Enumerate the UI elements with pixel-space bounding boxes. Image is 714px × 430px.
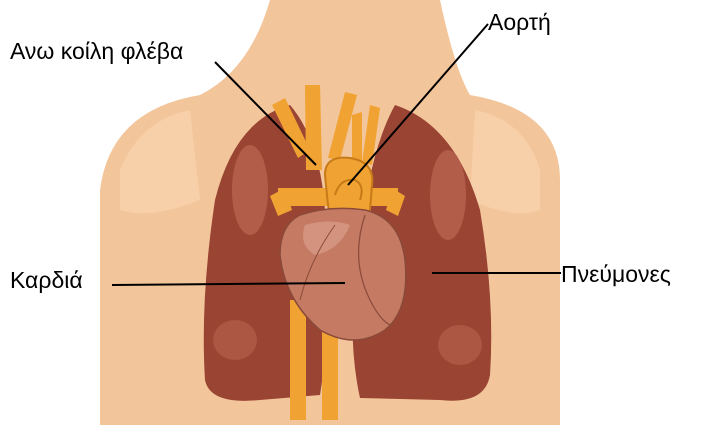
aorta-branch-1 bbox=[352, 112, 362, 165]
right-lung-highlight-low bbox=[438, 325, 482, 365]
right-lung-highlight bbox=[430, 150, 466, 240]
label-lungs: Πνεύμονες bbox=[561, 263, 671, 286]
label-heart: Καρδιά bbox=[10, 269, 83, 292]
left-lung-highlight bbox=[232, 145, 268, 235]
label-aorta: Αορτή bbox=[488, 11, 551, 34]
left-lung-highlight-low bbox=[213, 320, 257, 360]
inferior-vena-cava bbox=[290, 300, 306, 420]
label-superior-vena-cava: Ανω κοίλη φλέβα bbox=[10, 40, 183, 63]
